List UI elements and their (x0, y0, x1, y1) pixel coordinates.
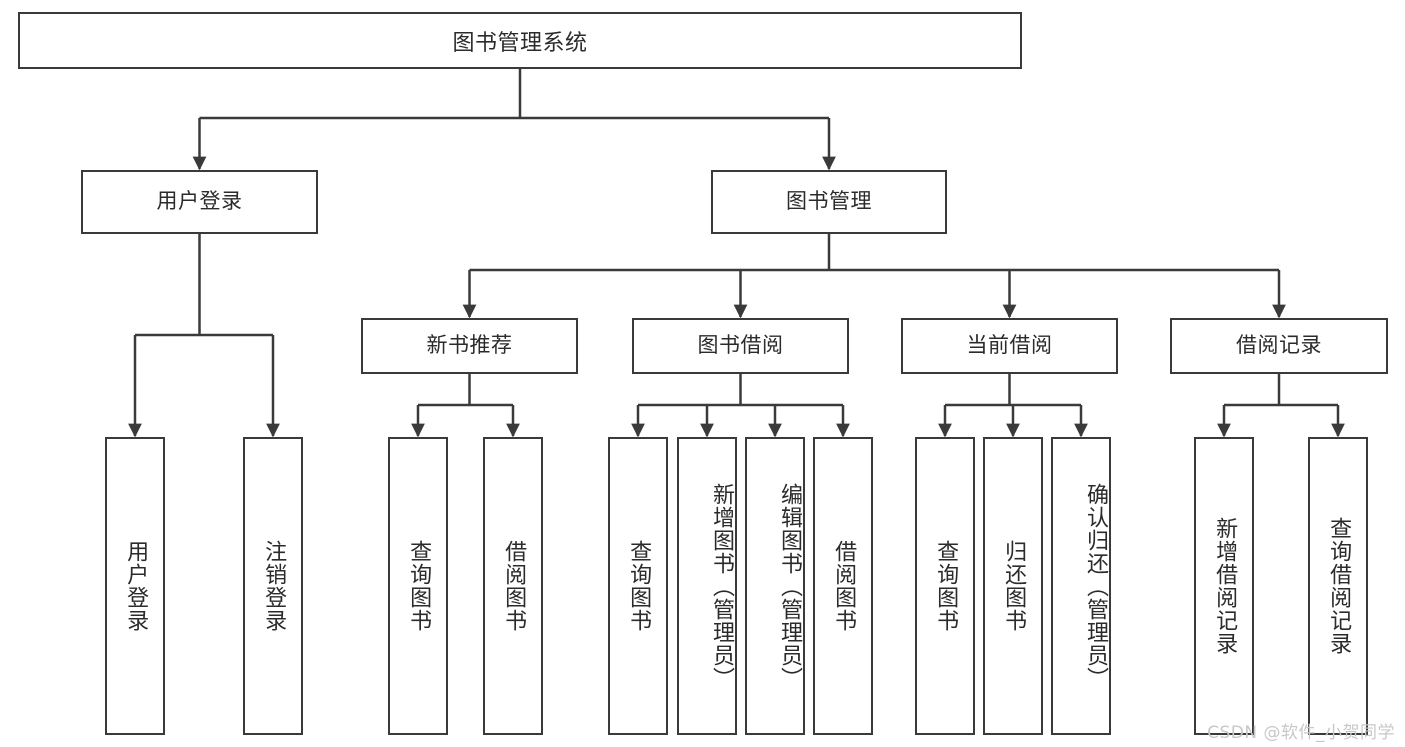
node-current-borrow-label: 当前借阅 (966, 333, 1053, 358)
node-leaf-return-book[interactable]: 归还图书 (983, 437, 1043, 735)
node-leaf-query-borrow-record-label: 查询借阅记录 (1326, 517, 1352, 655)
node-leaf-user-login[interactable]: 用户登录 (105, 437, 165, 735)
node-leaf-add-book-label: 新增图书（管理员） (709, 482, 734, 690)
node-leaf-query-book-current-label: 查询图书 (933, 540, 959, 632)
node-leaf-user-login-label: 用户登录 (123, 540, 149, 632)
node-leaf-borrow-book-new[interactable]: 借阅图书 (483, 437, 543, 735)
node-leaf-borrow-book-new-label: 借阅图书 (501, 540, 527, 632)
node-user-login[interactable]: 用户登录 (81, 170, 318, 234)
node-leaf-query-book-new[interactable]: 查询图书 (388, 437, 448, 735)
node-book-borrow-label: 图书借阅 (697, 333, 784, 358)
node-leaf-query-book-borrow[interactable]: 查询图书 (608, 437, 668, 735)
node-leaf-borrow-book[interactable]: 借阅图书 (813, 437, 873, 735)
node-leaf-edit-book-label: 编辑图书（管理员） (777, 482, 802, 690)
node-book-borrow[interactable]: 图书借阅 (632, 318, 849, 374)
node-leaf-confirm-return-label: 确认归还（管理员） (1083, 482, 1108, 690)
node-leaf-add-book[interactable]: 新增图书（管理员） (677, 437, 737, 735)
node-borrow-record[interactable]: 借阅记录 (1170, 318, 1388, 374)
node-leaf-user-logout-label: 注销登录 (261, 540, 287, 632)
node-leaf-user-logout[interactable]: 注销登录 (243, 437, 303, 735)
node-new-book-recommend[interactable]: 新书推荐 (361, 318, 578, 374)
node-book-management-label: 图书管理 (786, 189, 872, 214)
node-leaf-query-book-new-label: 查询图书 (406, 540, 432, 632)
node-leaf-query-borrow-record[interactable]: 查询借阅记录 (1308, 437, 1368, 735)
node-root[interactable]: 图书管理系统 (18, 12, 1022, 69)
node-leaf-query-book-borrow-label: 查询图书 (626, 540, 652, 632)
node-current-borrow[interactable]: 当前借阅 (901, 318, 1118, 374)
node-leaf-confirm-return[interactable]: 确认归还（管理员） (1051, 437, 1111, 735)
node-leaf-add-borrow-record[interactable]: 新增借阅记录 (1194, 437, 1254, 735)
node-leaf-edit-book[interactable]: 编辑图书（管理员） (745, 437, 805, 735)
node-user-login-label: 用户登录 (156, 189, 243, 214)
node-leaf-return-book-label: 归还图书 (1001, 540, 1027, 632)
node-borrow-record-label: 借阅记录 (1236, 333, 1322, 358)
node-leaf-add-borrow-record-label: 新增借阅记录 (1212, 517, 1238, 655)
node-leaf-borrow-book-label: 借阅图书 (831, 540, 857, 632)
node-root-label: 图书管理系统 (452, 30, 588, 56)
node-book-management[interactable]: 图书管理 (711, 170, 947, 234)
node-leaf-query-book-current[interactable]: 查询图书 (915, 437, 975, 735)
node-new-book-recommend-label: 新书推荐 (426, 333, 513, 358)
